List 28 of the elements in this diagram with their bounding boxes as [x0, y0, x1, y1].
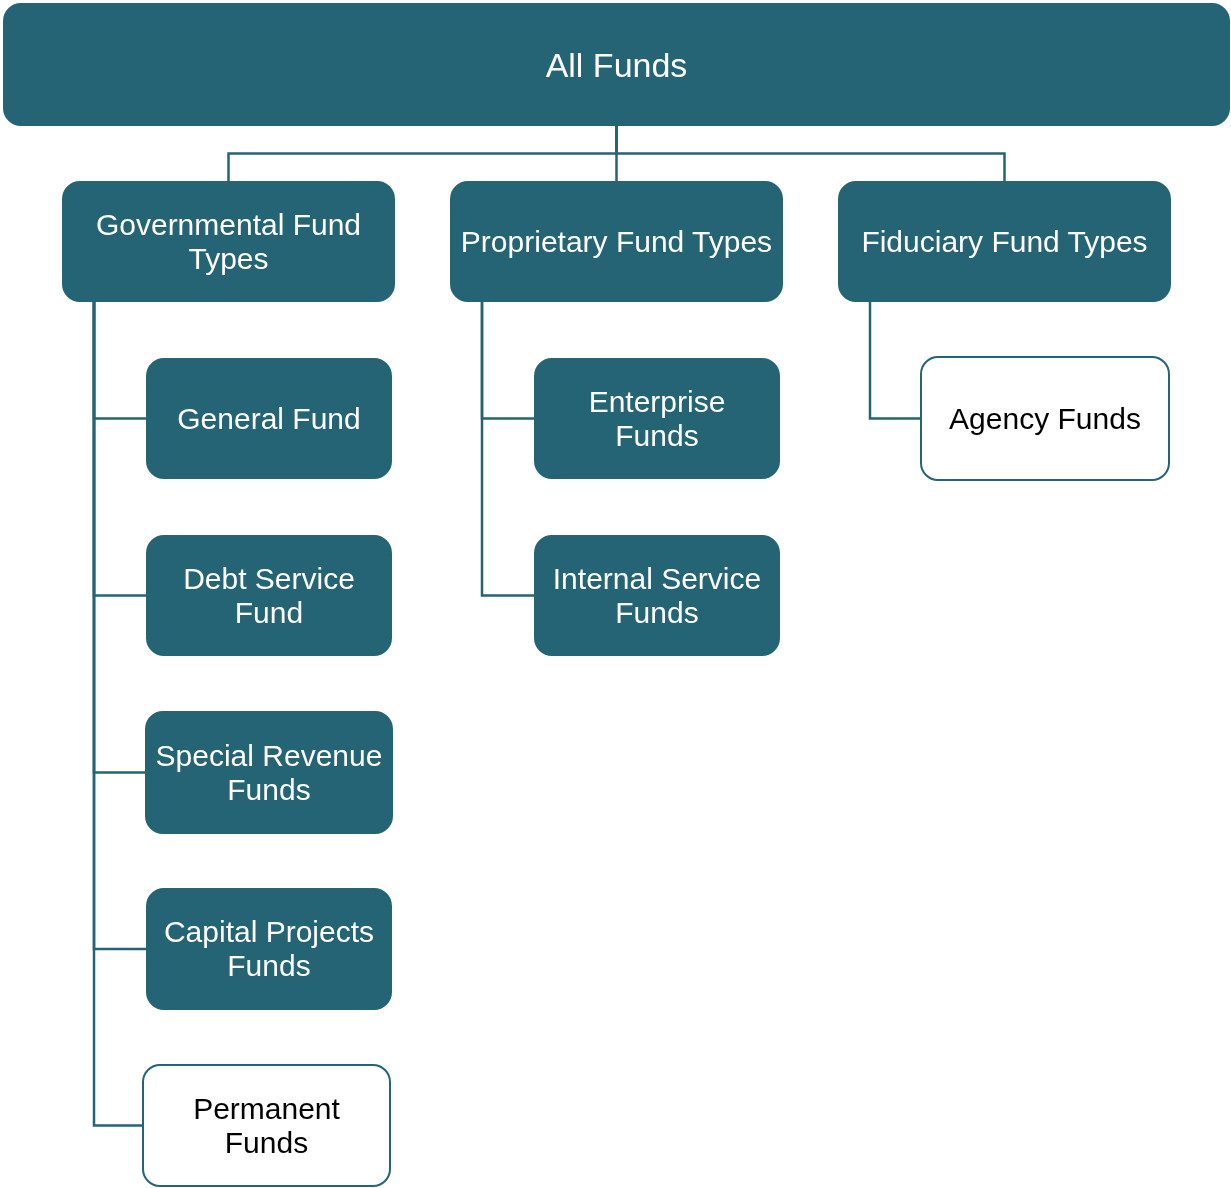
- connector-line: [615, 126, 1006, 181]
- node-label: Fiduciary Fund Types: [861, 224, 1148, 259]
- node-label: Proprietary Fund Types: [460, 224, 773, 259]
- connector-line: [92, 302, 142, 1127]
- fund-box: [146, 535, 392, 656]
- node-label: Enterprise Funds: [587, 384, 727, 453]
- fund-box: [62, 181, 395, 302]
- fund-box: [534, 358, 780, 479]
- fund-box: [534, 535, 780, 656]
- fund-box: [142, 1064, 391, 1187]
- connector-line: [868, 302, 920, 420]
- node-label: Debt Service Fund: [182, 561, 356, 630]
- fund-box: [146, 358, 392, 479]
- node-label: Internal Service Funds: [551, 561, 763, 630]
- node-label: Capital Projects Funds: [162, 915, 376, 983]
- node-label: General Fund: [177, 401, 361, 436]
- fund-box: [450, 181, 783, 302]
- node-label: Governmental Fund Types: [94, 207, 363, 276]
- root-box: [3, 3, 1230, 126]
- node-label: Agency Funds: [949, 401, 1141, 436]
- fund-box: [838, 181, 1171, 302]
- connector-line: [480, 302, 534, 597]
- fund-box: [146, 888, 392, 1010]
- fund-box: [920, 356, 1170, 481]
- fund-box: [145, 711, 393, 834]
- node-label: All Funds: [545, 47, 688, 82]
- node-label: Special Revenue Funds: [155, 738, 383, 807]
- node-label: Permanent Funds: [192, 1091, 341, 1160]
